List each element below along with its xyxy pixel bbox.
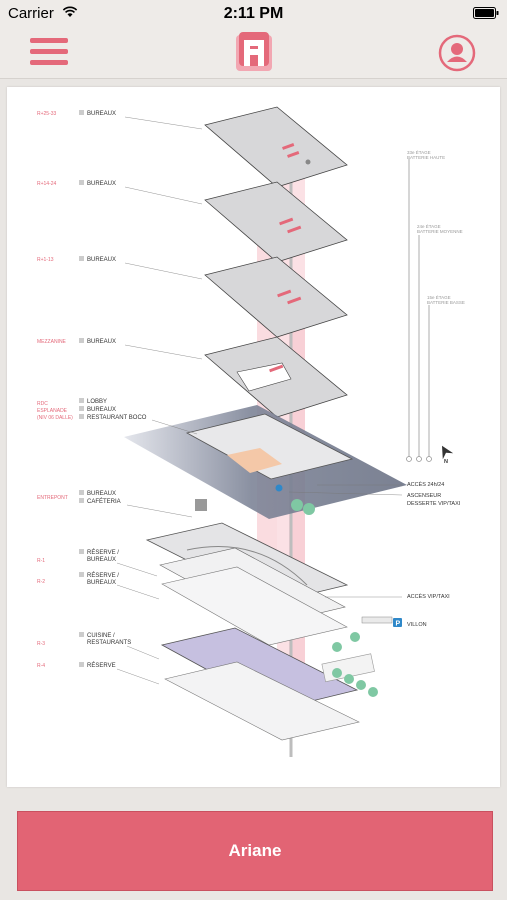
floor-use: BUREAUX [87, 580, 116, 586]
floor-use: BUREAUX [87, 257, 116, 263]
floor-code: R+1-13 [37, 257, 54, 263]
access-labels: ACCÈS 24h/24 ASCENSEUR DESSERTE VIP/TAXI… [288, 481, 461, 628]
building-plan-diagram: R+25-33 BUREAUX R+14-24 BUREAUX R+1-13 B… [37, 106, 465, 757]
elevator-batteries: 33e ÉTAGE BATTERIE HAUTE 24e ÉTAGE BATTE… [406, 149, 465, 462]
battery-icon [473, 7, 499, 19]
app-logo-icon [236, 32, 272, 71]
legend-r-3: R-3 CUISINE / RESTAURANTS [37, 632, 160, 660]
elevator-vip-label: ASCENSEUR [407, 493, 441, 499]
legend-r-2: R-2 RÉSERVE / BUREAUX [37, 572, 160, 600]
parking-label: VILLON [407, 622, 427, 628]
floor-use: BUREAUX [87, 181, 116, 187]
legend-mezzanine: MEZZANINE BUREAUX [37, 338, 203, 360]
ariane-button[interactable]: Ariane [17, 811, 493, 891]
profile-button[interactable] [438, 34, 476, 72]
access-vip-label: ACCÈS VIP/TAXI [407, 593, 450, 600]
floor-code: R-2 [37, 579, 45, 585]
floor-use: BUREAUX [87, 557, 116, 563]
floor-use: BUREAUX [87, 407, 116, 413]
floor-use: RÉSERVE / [87, 549, 119, 556]
menu-button[interactable] [30, 38, 68, 68]
floor-use: LOBBY [87, 399, 107, 405]
floor-use: CUISINE / [87, 633, 115, 639]
floor-use: BUREAUX [87, 491, 116, 497]
access-label: ACCÈS 24h/24 [407, 481, 444, 488]
floor-slabs [204, 106, 348, 418]
floor-use: RESTAURANTS [87, 640, 131, 646]
floor-code: MEZZANINE [37, 339, 67, 345]
legend-r-1: R-1 RÉSERVE / BUREAUX [37, 549, 158, 577]
legend-r-4: R-4 RÉSERVE [37, 662, 160, 685]
legend-rdc: RDC ESPLANADE (NIV 06 DALLE) LOBBY BUREA… [37, 398, 198, 435]
floor-code: ENTREPONT [37, 495, 68, 501]
legend-entrepont: ENTREPONT BUREAUX CAFÉTERIA [37, 490, 193, 518]
floor-use: BUREAUX [87, 111, 116, 117]
battery-label: BATTERIE MOYENNE [417, 229, 463, 234]
ariane-button-label: Ariane [228, 841, 282, 860]
floor-use: RÉSERVE / [87, 572, 119, 579]
floor-use: RÉSERVE [87, 662, 116, 669]
floor-legend: R+25-33 BUREAUX R+14-24 BUREAUX R+1-13 B… [37, 110, 203, 685]
user-profile-icon [438, 34, 476, 72]
battery-label: 24e ÉTAGE [417, 223, 441, 229]
parking-badge: P [396, 621, 401, 628]
battery-label: 15e ÉTAGE [427, 294, 451, 300]
compass-label: N [444, 459, 448, 465]
legend-r1-13: R+1-13 BUREAUX [37, 256, 203, 280]
floor-use: BUREAUX [87, 339, 116, 345]
hamburger-menu-icon [30, 38, 68, 43]
battery-label: BATTERIE BASSE [427, 300, 465, 305]
basement-levels [145, 522, 393, 741]
navigation-bar [0, 28, 507, 79]
compass-icon: N [442, 445, 454, 465]
floor-code: R+14-24 [37, 181, 57, 187]
legend-r14-24: R+14-24 BUREAUX [37, 180, 203, 205]
floor-code: ESPLANADE [37, 408, 68, 414]
floor-code: R-3 [37, 641, 45, 647]
status-bar: Carrier 2:11 PM [0, 0, 507, 28]
legend-r25-33: R+25-33 BUREAUX [37, 110, 203, 130]
battery-label: 33e ÉTAGE [407, 149, 431, 155]
building-plan-panel: R+25-33 BUREAUX R+14-24 BUREAUX R+1-13 B… [7, 87, 500, 787]
esplanade-level [124, 405, 407, 519]
parking-icon [393, 618, 402, 627]
floor-use: CAFÉTERIA [87, 498, 121, 505]
floor-code: R-4 [37, 663, 45, 669]
battery-label: BATTERIE HAUTE [407, 155, 445, 160]
floor-use: RESTAURANT BOCO [87, 415, 147, 421]
floor-markers [269, 143, 311, 373]
elevator-vip-label: DESSERTE VIP/TAXI [407, 501, 461, 507]
carrier-label: Carrier [8, 5, 54, 22]
floor-code: R+25-33 [37, 111, 57, 117]
wifi-icon [62, 6, 78, 17]
floor-code: RDC [37, 401, 48, 407]
floor-code: R-1 [37, 558, 45, 564]
floor-code: (NIV 06 DALLE) [37, 415, 73, 421]
clock: 2:11 PM [223, 5, 284, 22]
